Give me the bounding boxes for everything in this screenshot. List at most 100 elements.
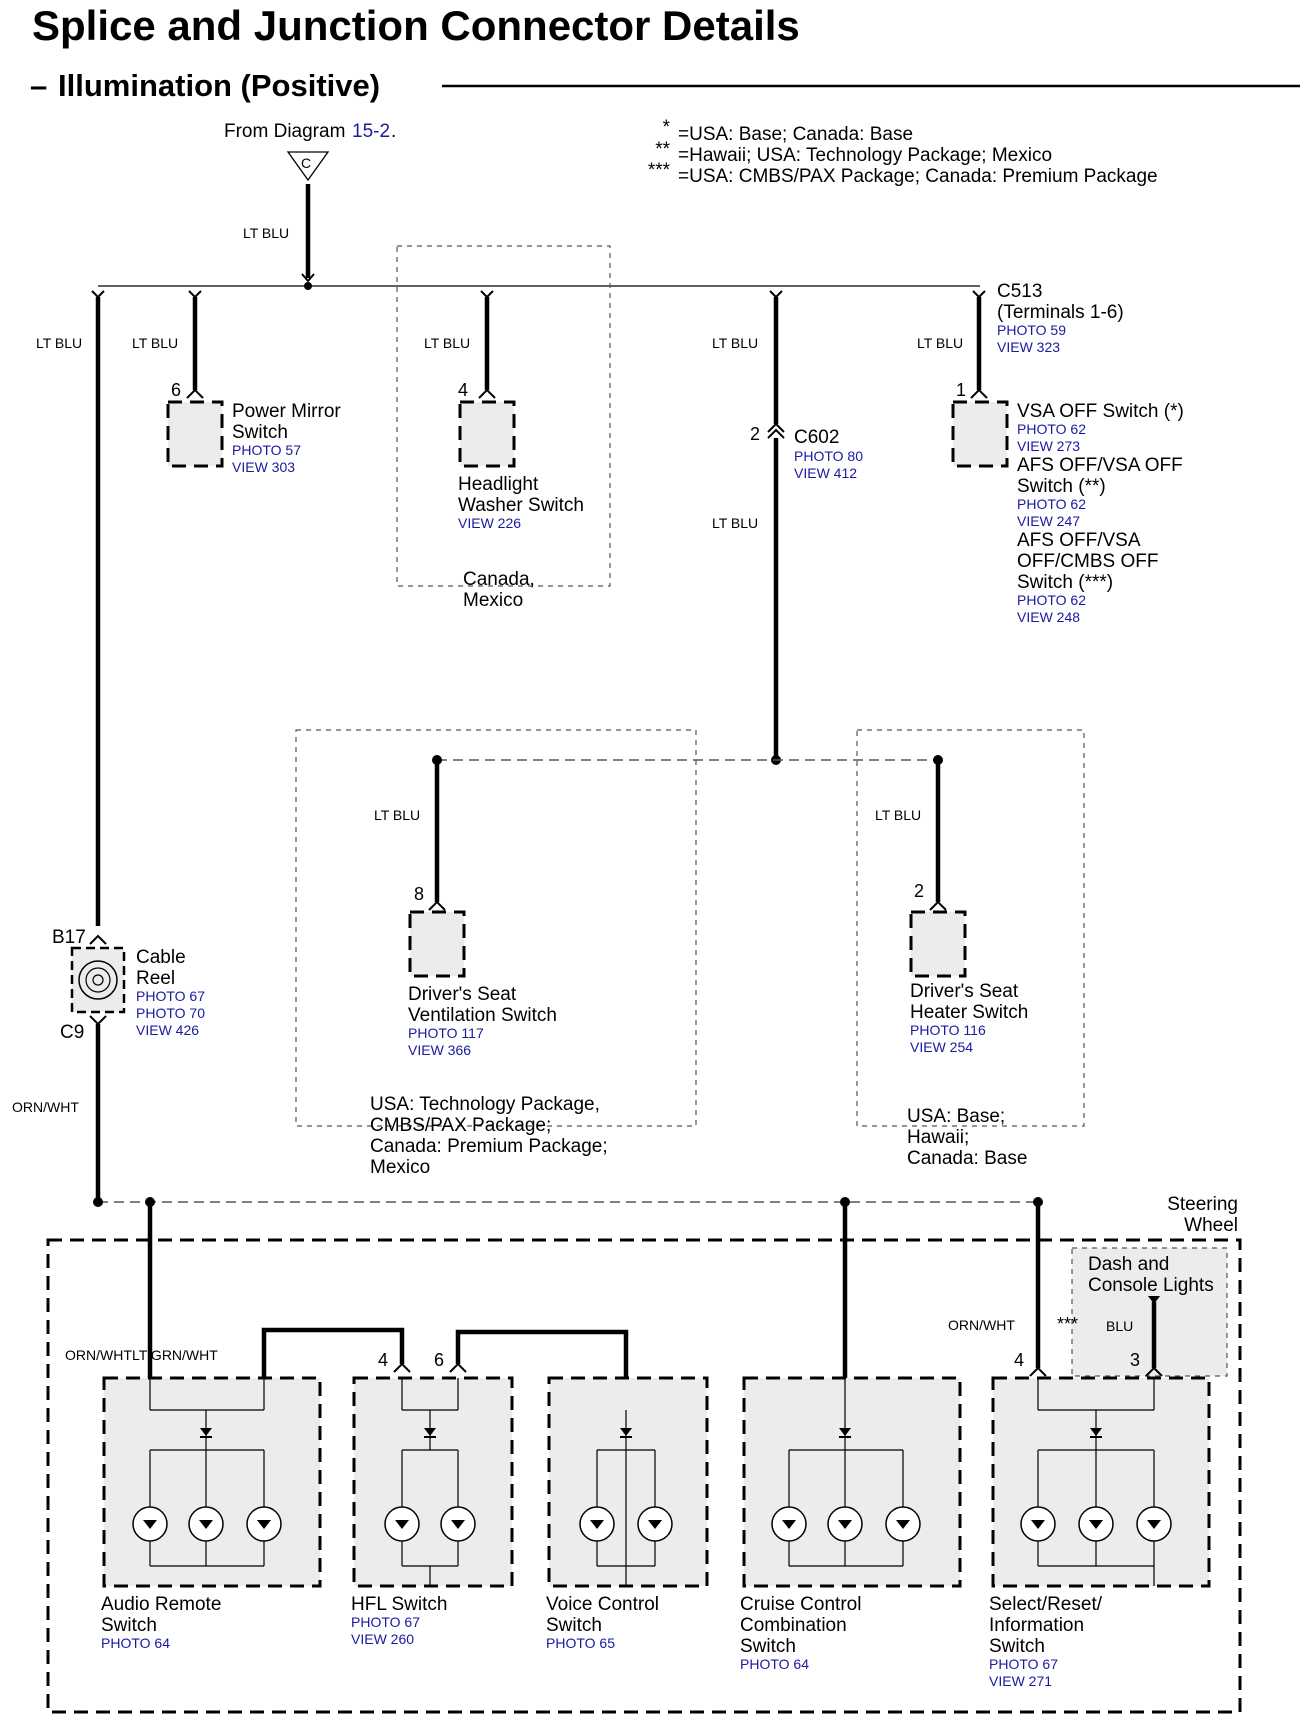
seat-vent-wire-color: LT BLU [374, 807, 420, 823]
dash-lights-mark: *** [1057, 1314, 1078, 1334]
seat-vent-name-2: Ventilation Switch [408, 1005, 557, 1026]
audio-remote-name-2: Switch [101, 1615, 157, 1636]
vsa-variant3-view-link[interactable]: VIEW 248 [1017, 609, 1080, 625]
legend-text-2: =Hawaii; USA: Technology Package; Mexico [678, 145, 1052, 166]
connector-icon [769, 290, 783, 299]
connector-icon [89, 1015, 107, 1026]
legend-mark-1: * [663, 117, 671, 138]
cable-reel-photo70-link[interactable]: PHOTO 70 [136, 1005, 205, 1021]
cable-reel-box [70, 946, 126, 1014]
select-reset-view-link[interactable]: VIEW 271 [989, 1673, 1052, 1689]
connector-icon [767, 422, 785, 433]
seat-heater-switch-box [909, 910, 967, 978]
section-dash: – [30, 68, 47, 103]
seat-vent-pin: 8 [414, 884, 424, 904]
seat-vent-option-4: Mexico [370, 1157, 430, 1178]
trunk-wire-color: LT BLU [36, 335, 82, 351]
seat-heater-option-3: Canada: Base [907, 1148, 1027, 1169]
cable-reel-photo67-link[interactable]: PHOTO 67 [136, 988, 205, 1004]
seat-heater-option-2: Hawaii; [907, 1127, 969, 1148]
connector-icon [393, 1362, 411, 1373]
connector-icon [478, 388, 496, 399]
vsa-variant2-photo-link[interactable]: PHOTO 62 [1017, 496, 1086, 512]
vsa-variant3-photo-link[interactable]: PHOTO 62 [1017, 592, 1086, 608]
hfl-switch-box [352, 1376, 514, 1588]
cruise-control-photo-link[interactable]: PHOTO 64 [740, 1656, 809, 1672]
connector-icon [186, 388, 204, 399]
diode-icon [424, 1428, 436, 1436]
cable-reel-view-link[interactable]: VIEW 426 [136, 1022, 199, 1038]
steering-wheel-label-2: Wheel [1184, 1215, 1238, 1236]
seat-vent-option-1: USA: Technology Package, [370, 1094, 600, 1115]
vsa-variant3-name-3: Switch (***) [1017, 572, 1113, 593]
power-mirror-photo-link[interactable]: PHOTO 57 [232, 442, 301, 458]
diode-icon [620, 1428, 632, 1436]
seat-vent-name-1: Driver's Seat [408, 984, 517, 1005]
connector-icon [929, 900, 947, 911]
seat-heater-pin: 2 [914, 881, 924, 901]
headlight-washer-branch: LT BLU 4 Headlight Washer Switch VIEW 22… [396, 245, 611, 611]
vsa-variant2-view-link[interactable]: VIEW 247 [1017, 513, 1080, 529]
vsa-variant1-photo-link[interactable]: PHOTO 62 [1017, 421, 1086, 437]
headlight-washer-switch-box [458, 400, 516, 468]
select-reset-photo-link[interactable]: PHOTO 67 [989, 1656, 1058, 1672]
seat-heater-photo-link[interactable]: PHOTO 116 [910, 1022, 986, 1038]
select-reset-name-3: Switch [989, 1636, 1045, 1657]
diagram-link[interactable]: 15-2 [352, 121, 390, 142]
diode-icons [200, 1428, 1102, 1438]
vsa-variant2-name-2: Switch (**) [1017, 476, 1106, 497]
arrow-icon [1148, 1296, 1160, 1304]
vsa-variant1-name: VSA OFF Switch (*) [1017, 401, 1184, 422]
led-arrow-icons [143, 1520, 1161, 1529]
hfl-photo-link[interactable]: PHOTO 67 [351, 1614, 420, 1630]
voice-control-photo-link[interactable]: PHOTO 65 [546, 1635, 615, 1651]
source-connector: From Diagram 15-2 . C [224, 121, 396, 182]
option-boundary [856, 729, 1085, 1127]
audio-remote-photo-link[interactable]: PHOTO 64 [101, 1635, 170, 1651]
cable-reel-wire-color: ORN/WHT [12, 1099, 79, 1115]
c513-branch: LT BLU C513 (Terminals 1-6) PHOTO 59 VIE… [917, 281, 1184, 625]
c513-view-link[interactable]: VIEW 323 [997, 339, 1060, 355]
c602-pin: 2 [750, 424, 760, 444]
hfl-voice-wire [455, 1329, 629, 1410]
hfl-pin-6: 6 [434, 1350, 444, 1370]
vsa-variant3-name-1: AFS OFF/VSA [1017, 530, 1141, 551]
cable-reel-name-2: Reel [136, 968, 175, 989]
c602-view-link[interactable]: VIEW 412 [794, 465, 857, 481]
hfl-view-link[interactable]: VIEW 260 [351, 1631, 414, 1647]
legend-text-1: =USA: Base; Canada: Base [678, 124, 913, 145]
cable-reel-icon-core [92, 974, 104, 986]
audio-remote-wire-color: ORN/WHT [65, 1347, 132, 1363]
c513-photo-link[interactable]: PHOTO 59 [997, 322, 1066, 338]
vsa-variant1-view-link[interactable]: VIEW 273 [1017, 438, 1080, 454]
seat-vent-photo-link[interactable]: PHOTO 117 [408, 1025, 484, 1041]
c513-wire-color: LT BLU [917, 335, 963, 351]
cruise-control-name-3: Switch [740, 1636, 796, 1657]
connector-icon [767, 428, 785, 439]
from-diagram-label: From Diagram [224, 121, 345, 142]
dash-lights-label-2: Console Lights [1088, 1275, 1214, 1296]
cable-reel-icon [78, 960, 118, 1000]
dash-lights-label-1: Dash and [1088, 1254, 1169, 1275]
seat-vent-view-link[interactable]: VIEW 366 [408, 1042, 471, 1058]
seat-heater-view-link[interactable]: VIEW 254 [910, 1039, 973, 1055]
seat-heater-name-1: Driver's Seat [910, 981, 1019, 1002]
vsa-variant3-name-2: OFF/CMBS OFF [1017, 551, 1158, 572]
legend-mark-3: *** [648, 160, 671, 181]
diode-icon [200, 1428, 212, 1436]
seat-vent-switch-box [408, 910, 466, 978]
headlight-washer-view-link[interactable]: VIEW 226 [458, 515, 521, 531]
headlight-washer-option-2: Mexico [463, 590, 523, 611]
connector-icon [480, 290, 494, 299]
power-mirror-name-1: Power Mirror [232, 401, 341, 422]
c602-photo-link[interactable]: PHOTO 80 [794, 448, 863, 464]
audio-remote-switch-box [102, 1376, 322, 1588]
triangle-connector-icon [286, 151, 330, 182]
seat-heater-branch: LT BLU 2 Driver's Seat Heater Switch PHO… [856, 729, 1085, 1169]
seat-vent-branch: LT BLU 8 Driver's Seat Ventilation Switc… [295, 729, 697, 1178]
power-mirror-view-link[interactable]: VIEW 303 [232, 459, 295, 475]
c513-terminals: (Terminals 1-6) [997, 302, 1124, 323]
c602-lower-wire-color: LT BLU [712, 515, 758, 531]
headlight-washer-option-1: Canada, [463, 569, 535, 590]
